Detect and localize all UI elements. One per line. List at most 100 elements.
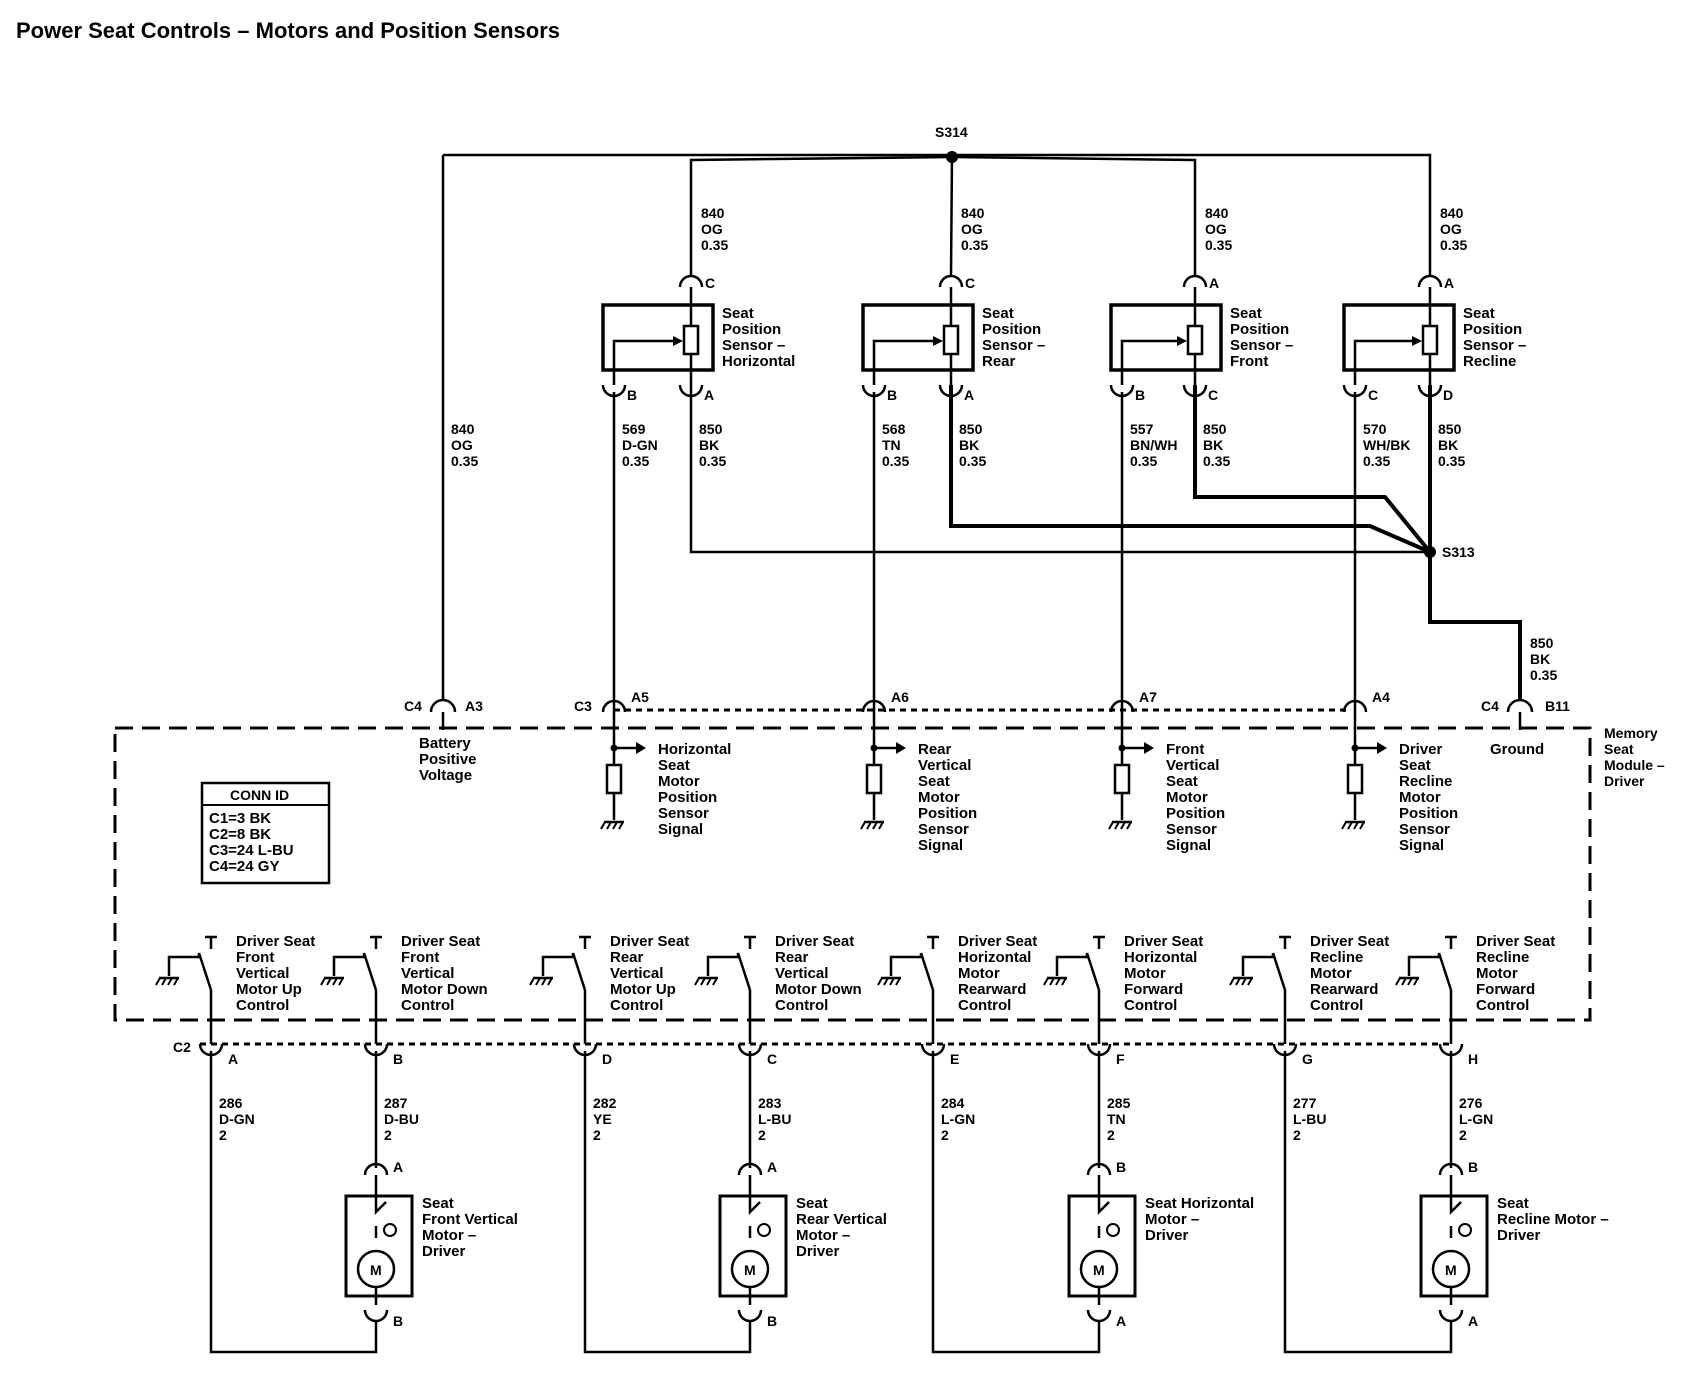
sensor-3-sig-wire-label-line-0: 570 — [1363, 421, 1387, 437]
sensor-3-box — [1342, 303, 1456, 372]
c2-pin-7-label: H — [1468, 1051, 1478, 1067]
sensor-2-gnd-pin-label: C — [1208, 387, 1218, 403]
conn-id-header: CONN ID — [230, 787, 289, 803]
sensor-2-module-label-line-5: Sensor — [1166, 821, 1217, 838]
sensor-3-module-label-line-4: Position — [1399, 805, 1458, 822]
switch-5-label-line-0: Driver Seat — [1124, 933, 1203, 950]
switch-3-label-line-0: Driver Seat — [775, 933, 854, 950]
sensor-1-top-pin — [938, 274, 964, 288]
wire-w840_c-line-2: 0.35 — [1440, 237, 1467, 253]
switch-3-blade — [736, 952, 752, 991]
switch-1-label-line-2: Vertical — [401, 965, 454, 982]
sensor-3-module-label-line-6: Signal — [1399, 837, 1444, 854]
battery-line-0: Battery — [419, 735, 471, 752]
sensor-3-name-line-0: Seat — [1463, 305, 1495, 322]
switch-3-label-line-1: Rear — [775, 949, 809, 966]
motor-2-name-line-1: Motor – — [1145, 1211, 1199, 1228]
sensor-2-module-label-line-0: Front — [1166, 741, 1204, 758]
motor-2-box — [1067, 1194, 1137, 1298]
ground-label: Ground — [1490, 741, 1544, 758]
motor-1-box — [718, 1194, 788, 1298]
switch-2-wire-label-line-2: 2 — [593, 1127, 601, 1143]
sensor-1-gnd-pin-label: A — [964, 387, 974, 403]
switch-5-label-line-2: Motor — [1124, 965, 1166, 982]
sensor-0-name-line-2: Sensor – — [722, 337, 785, 354]
switch-4-label-line-1: Horizontal — [958, 949, 1031, 966]
switch-6-label-line-0: Driver Seat — [1310, 933, 1389, 950]
switch-7-wire-label-line-0: 276 — [1459, 1095, 1483, 1111]
module-pin-1-label: A6 — [891, 689, 909, 705]
c3-label: C3 — [574, 698, 592, 714]
c2-pin-2-label: D — [602, 1051, 612, 1067]
sensor-2-module-label-line-3: Motor — [1166, 789, 1208, 806]
sensor-3-gnd-wire-label-line-1: BK — [1438, 437, 1458, 453]
motor-0-name-line-3: Driver — [422, 1243, 466, 1260]
sensor-1-resistor — [942, 324, 960, 356]
sensor-0-sig-wire-label-line-0: 569 — [622, 421, 646, 437]
sensor-3-top-pin — [1417, 274, 1443, 288]
motor-3-top-pin — [1438, 1162, 1464, 1176]
s314-to-rear-wire — [949, 156, 954, 276]
motor-2-name-line-0: Seat Horizontal — [1145, 1195, 1254, 1212]
switch-1-label-line-1: Front — [401, 949, 439, 966]
sensor-1-sig-pin-label: B — [887, 387, 897, 403]
recline-ground-wire — [1428, 385, 1522, 700]
switch-7-wire-label-line-1: L-GN — [1459, 1111, 1493, 1127]
motor-3-name-line-1: Recline Motor – — [1497, 1211, 1609, 1228]
motor-2-symbol: M — [1093, 1262, 1105, 1278]
switch-4-label-line-0: Driver Seat — [958, 933, 1037, 950]
switch-2-label-line-3: Motor Up — [610, 981, 676, 998]
switch-1-blade — [362, 952, 378, 991]
sensor-1-module-label-line-0: Rear — [918, 741, 952, 758]
switch-3-wire-label-line-1: L-BU — [758, 1111, 791, 1127]
motor-3-box — [1419, 1194, 1489, 1298]
wire-w840_h-line-1: OG — [701, 221, 723, 237]
motor-1-symbol: M — [744, 1262, 756, 1278]
sensor-0-top-pin — [678, 274, 704, 288]
sensor-1-module-label-line-3: Motor — [918, 789, 960, 806]
sensor-1-signal-arrow — [896, 742, 906, 754]
sensor-3-name-line-3: Recline — [1463, 353, 1516, 370]
top-bus — [441, 153, 1432, 700]
sensor-2-gnd-wire-label-line-2: 0.35 — [1203, 453, 1230, 469]
switch-3-contact — [744, 935, 756, 949]
sensor-2-sig-wire-label-line-2: 0.35 — [1130, 453, 1157, 469]
switch-7-ground-icon — [1395, 976, 1419, 986]
sensor-2-name-line-2: Sensor – — [1230, 337, 1293, 354]
sensor-1-box — [861, 303, 975, 372]
sensor-1-top-pin-label: C — [965, 275, 975, 291]
sensor-0-module-label-line-4: Sensor — [658, 805, 709, 822]
switch-6-ground-icon — [1229, 976, 1253, 986]
motor-2-top-pin-label: B — [1116, 1159, 1126, 1175]
switch-3-wire-label-line-2: 2 — [758, 1127, 766, 1143]
sensor-0-name-line-1: Position — [722, 321, 781, 338]
sensor-2-gnd-wire-label-line-1: BK — [1203, 437, 1223, 453]
wire-w840_left-line-1: OG — [451, 437, 473, 453]
motor-0-breaker — [374, 1196, 387, 1238]
sensor-2-ground-icon — [1108, 820, 1132, 830]
motor-0-bottom-pin-label: B — [393, 1313, 403, 1329]
splice-s314-label: S314 — [935, 124, 968, 140]
sensor-2-name-line-0: Seat — [1230, 305, 1262, 322]
wire-w840_r-line-0: 840 — [961, 205, 985, 221]
wire-w840_f-line-0: 840 — [1205, 205, 1229, 221]
c2-label: C2 — [173, 1039, 191, 1055]
a3-label: A3 — [465, 698, 483, 714]
motor-1-top-pin — [737, 1162, 763, 1176]
switch-0-blade — [197, 952, 213, 991]
horizontal-ground-wire — [689, 385, 1430, 554]
motor-0-name-line-2: Motor – — [422, 1227, 476, 1244]
switch-7-label-line-1: Recline — [1476, 949, 1529, 966]
motor-1-name-line-3: Driver — [796, 1243, 840, 1260]
switch-2-wire-label-line-1: YE — [593, 1111, 612, 1127]
sensor-0-gnd-wire-label-line-2: 0.35 — [699, 453, 726, 469]
sensor-1-gnd-wire-label-line-0: 850 — [959, 421, 983, 437]
switch-2-ground-icon — [529, 976, 553, 986]
switch-2-wire-label-line-0: 282 — [593, 1095, 617, 1111]
